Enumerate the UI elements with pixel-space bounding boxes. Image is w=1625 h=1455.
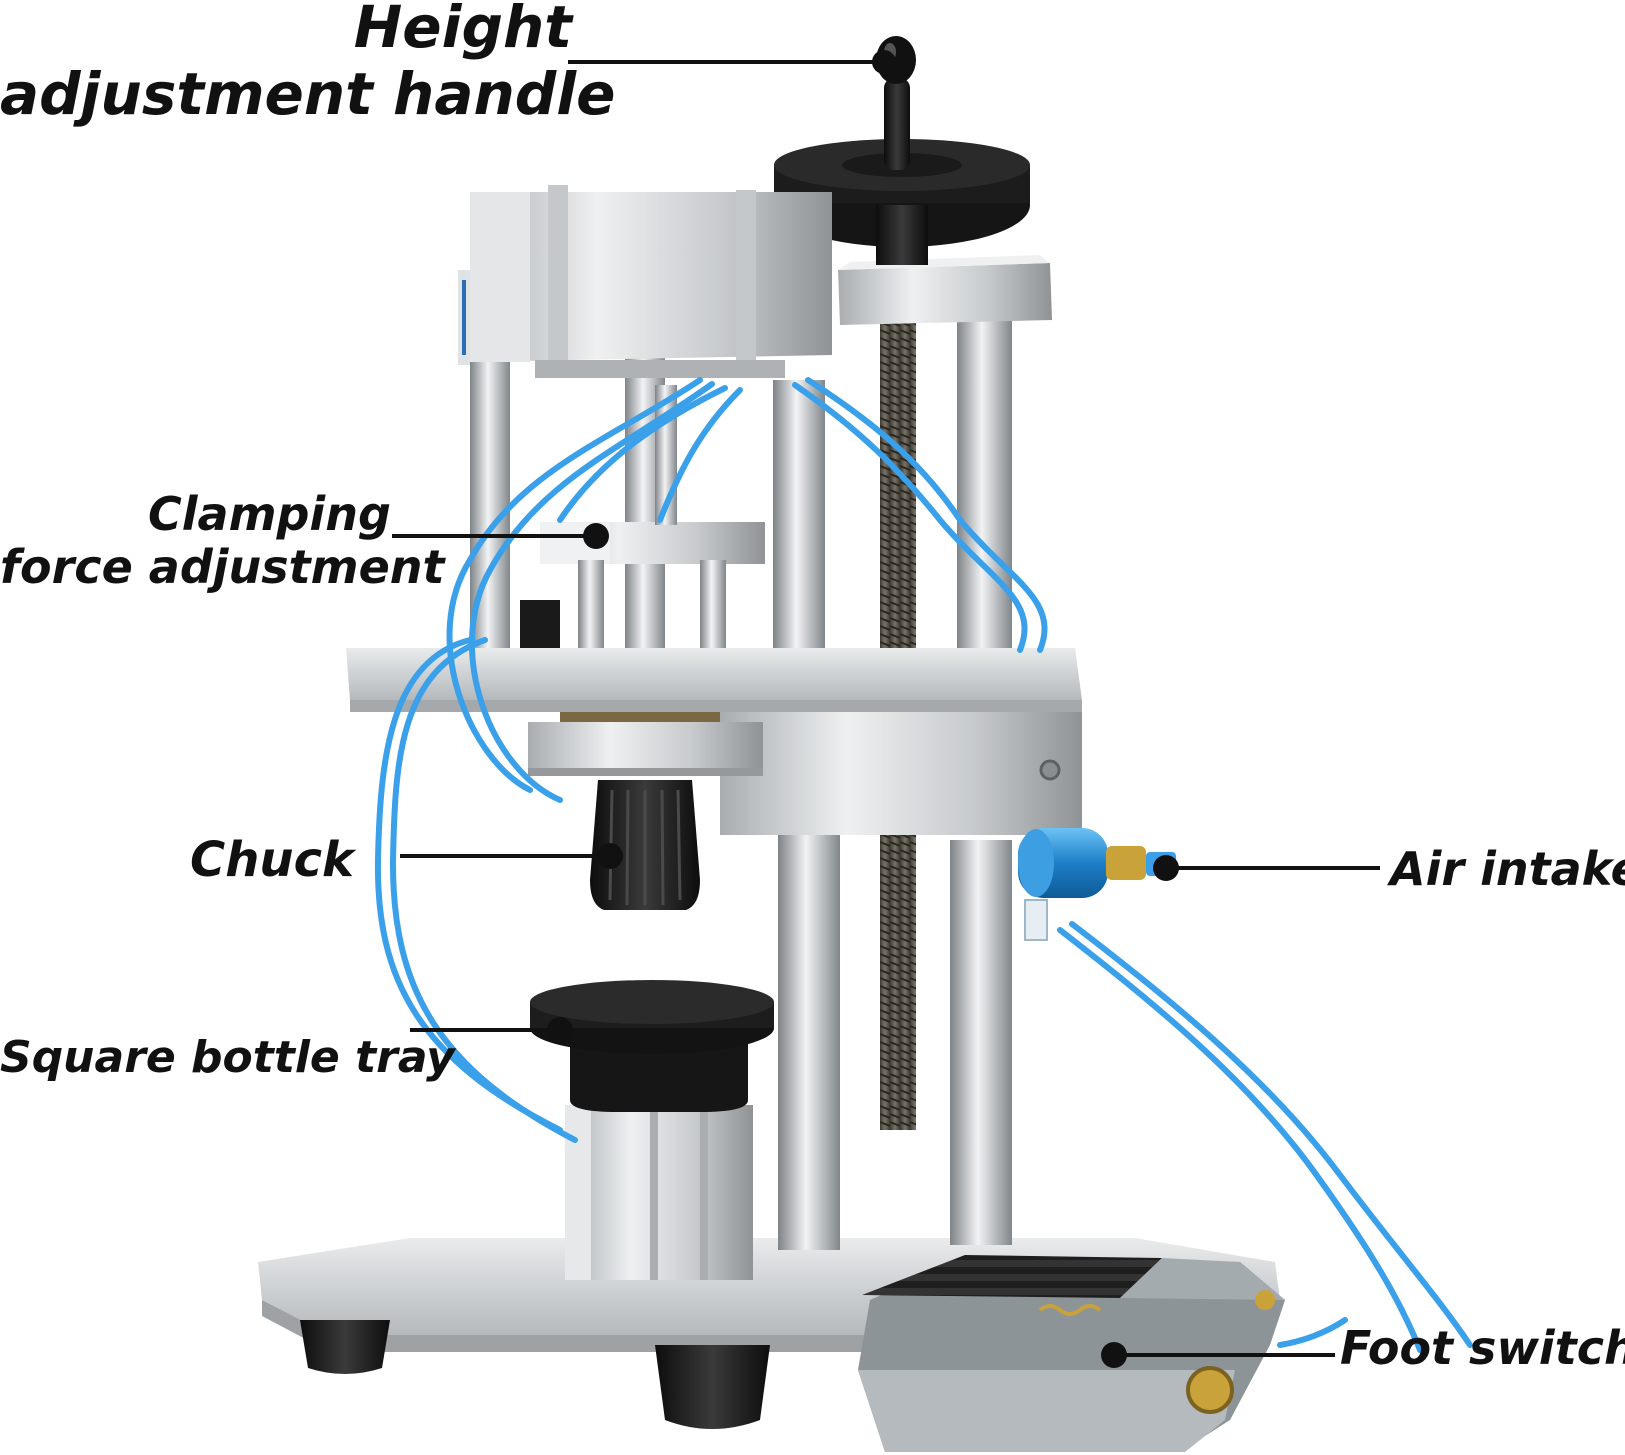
label-height-line1: Height [353, 0, 572, 61]
label-height-line2: adjustment handle [0, 59, 616, 128]
label-clamping-line2: force adjustment [0, 539, 445, 594]
label-foot-switch: Foot switch [1340, 1321, 1625, 1375]
label-air-intake: Air intake [1390, 842, 1625, 896]
rubber-feet [300, 1320, 770, 1429]
main-cylinder [458, 185, 832, 378]
label-height-adjustment-handle: Height adjustment handle [0, 0, 616, 128]
air-intake-fitting [1018, 828, 1176, 941]
top-bracket [838, 255, 1052, 325]
label-clamping-force-adjustment: Clamping force adjustment [0, 487, 445, 594]
label-chuck: Chuck [190, 832, 354, 888]
chuck-assembly [528, 712, 763, 910]
middle-platform [346, 648, 1082, 835]
label-clamping-line1: Clamping [148, 487, 391, 541]
leader-lines [392, 50, 1380, 1368]
foot-switch-pedal [858, 1255, 1285, 1452]
air-tubes [374, 377, 1473, 1353]
label-square-bottle-tray: Square bottle tray [0, 1032, 455, 1083]
